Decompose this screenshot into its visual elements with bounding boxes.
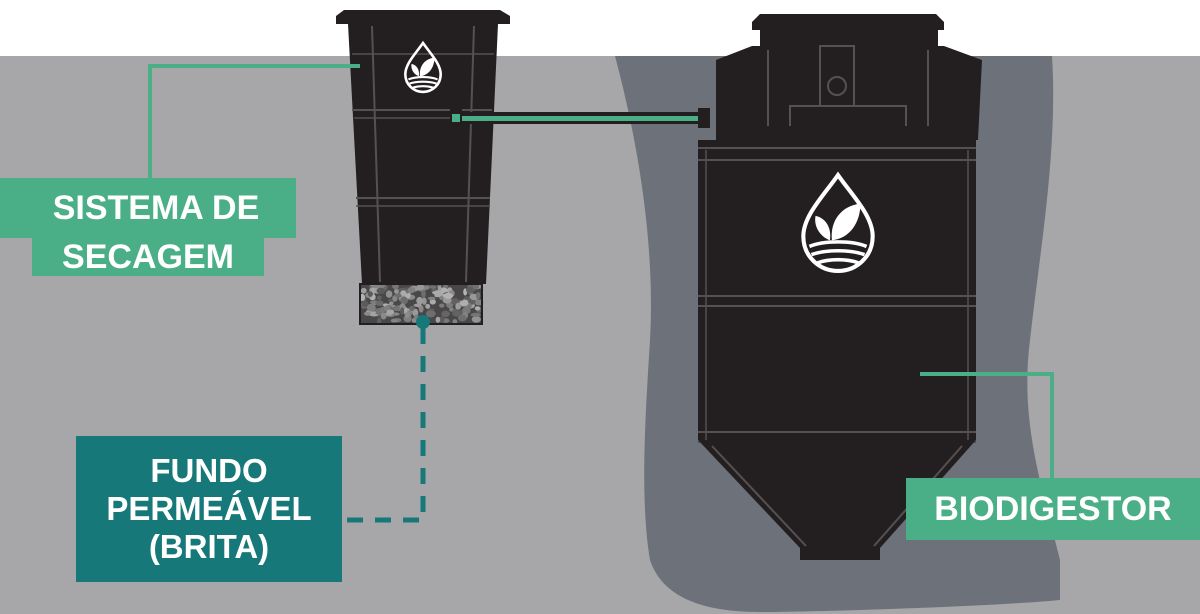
gravel-pebble: [421, 297, 427, 305]
gravel-pebble: [442, 293, 453, 299]
gravel-pebble: [407, 287, 416, 294]
gravel-pebble: [425, 310, 436, 318]
gravel-pebble: [375, 311, 382, 315]
gravel-pebble: [389, 306, 395, 310]
connecting-pipe: [450, 104, 710, 128]
gravel-pebble: [429, 299, 436, 305]
gravel-pebble: [412, 308, 419, 317]
gravel-pebble: [375, 300, 384, 307]
gravel-pebble: [380, 312, 387, 320]
gravel-pebble: [471, 316, 481, 323]
gravel-pebble: [392, 305, 400, 311]
drying-system-label-line1: SISTEMA DE: [0, 178, 296, 238]
drying-system-label-line2: SECAGEM: [32, 238, 264, 276]
leader-line-drying-system: [148, 64, 360, 180]
gravel-pebble: [416, 283, 425, 291]
leader-line-biodigester: [920, 372, 1054, 480]
gravel-pebble: [471, 312, 481, 317]
water-drop-leaf-icon: [801, 171, 875, 273]
gravel-pebble: [372, 284, 382, 289]
gravel-pebble: [474, 306, 481, 311]
gravel-pebble: [360, 287, 367, 294]
leader-line-permeable-bottom: [342, 315, 430, 523]
gravel-pebble: [366, 303, 376, 312]
drying-system-tank: [336, 10, 510, 284]
gravel-pebble: [400, 307, 405, 315]
gravel-pebble: [459, 300, 469, 307]
gravel-pebble: [425, 303, 431, 309]
gravel-pebble: [377, 295, 382, 301]
biodigester-tank: [698, 14, 982, 560]
biodigester-label: BIODIGESTOR: [906, 478, 1200, 540]
gravel-pebble: [390, 318, 398, 323]
gravel-pebble: [367, 291, 373, 297]
gravel-pebble: [418, 305, 424, 313]
gravel-pebble: [450, 298, 459, 305]
permeable-bottom-label-text: FUNDO PERMEÁVEL (BRITA): [106, 452, 312, 565]
water-drop-leaf-icon: [404, 40, 442, 94]
gravel-pebble: [394, 289, 399, 294]
gravel-pebble: [400, 290, 407, 296]
biodigester-label-text: BIODIGESTOR: [934, 489, 1172, 528]
gravel-pebble: [385, 290, 393, 298]
gravel-pebble: [452, 310, 461, 317]
gravel-pebble: [464, 296, 470, 301]
gravel-pebble: [404, 311, 410, 318]
gravel-pebble: [441, 310, 450, 317]
gravel-bed: [359, 282, 484, 325]
drying-system-label-text-2: SECAGEM: [62, 237, 234, 276]
permeable-bottom-label: FUNDO PERMEÁVEL (BRITA): [76, 436, 342, 582]
gravel-pebble: [377, 317, 382, 325]
gravel-pebble: [400, 296, 409, 305]
gravel-pebble: [475, 292, 481, 299]
gravel-pebble: [457, 314, 467, 322]
gravel-pebble: [435, 316, 441, 323]
gravel-pebble: [432, 290, 442, 295]
gravel-pebble: [437, 285, 442, 292]
gravel-pebble: [421, 290, 426, 298]
gravel-pebble: [439, 303, 445, 308]
gravel-pebble: [422, 286, 430, 290]
gravel-pebble: [439, 316, 445, 323]
gravel-pebble: [383, 306, 389, 311]
gravel-pebble: [364, 311, 371, 316]
gravel-pebble: [466, 287, 475, 294]
drying-system-label-text-1: SISTEMA DE: [52, 188, 260, 227]
gravel-pebble: [427, 296, 436, 301]
gravel-pebble: [416, 296, 424, 305]
gravel-pebble: [442, 284, 449, 289]
gravel-pebble: [429, 285, 437, 289]
gravel-pebble: [362, 301, 369, 307]
gravel-pebble: [389, 301, 394, 306]
gravel-pebble: [376, 287, 386, 294]
gravel-pebble: [409, 305, 415, 311]
gravel-pebble: [386, 309, 395, 315]
